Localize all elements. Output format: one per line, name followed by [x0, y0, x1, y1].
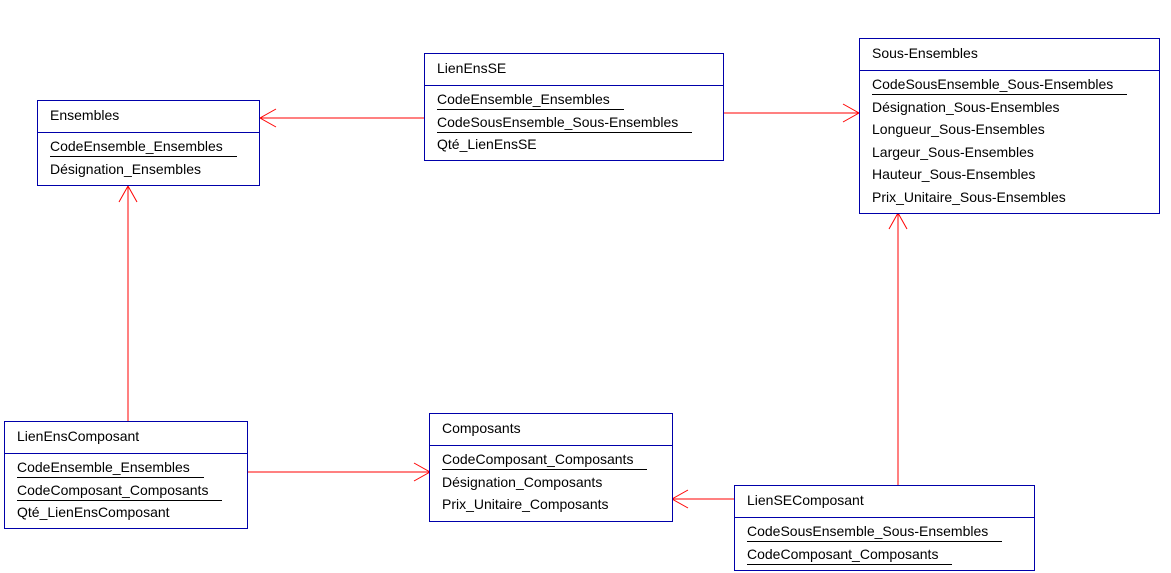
primary-key-attribute: CodeComposant_Composants: [442, 449, 648, 470]
attribute-list: CodeEnsemble_Ensembles Désignation_Ensem…: [38, 133, 259, 181]
attribute-row: CodeEnsemble_Ensembles: [17, 457, 235, 480]
attribute-row: Largeur_Sous-Ensembles: [872, 142, 1147, 165]
link-lienenscomposant-composants: [247, 462, 432, 482]
entity-title: LienEnsSE: [425, 54, 723, 86]
attribute-row: Désignation_Composants: [442, 472, 660, 495]
link-lienensse-ensembles: [258, 108, 424, 128]
entity-title: Ensembles: [38, 101, 259, 133]
attribute-list: CodeSousEnsemble_Sous-Ensembles Désignat…: [860, 71, 1159, 209]
primary-key-attribute: CodeSousEnsemble_Sous-Ensembles: [872, 74, 1128, 95]
entity-title: LienSEComposant: [735, 486, 1034, 518]
attribute: Désignation_Composants: [442, 473, 603, 490]
attribute-row: Désignation_Sous-Ensembles: [872, 97, 1147, 120]
entity-ensembles[interactable]: Ensembles CodeEnsemble_Ensembles Désigna…: [37, 100, 260, 186]
primary-key-attribute: CodeSousEnsemble_Sous-Ensembles: [747, 521, 1003, 542]
attribute-row: CodeSousEnsemble_Sous-Ensembles: [872, 74, 1147, 97]
attribute-row: Prix_Unitaire_Sous-Ensembles: [872, 187, 1147, 210]
attribute-row: Longueur_Sous-Ensembles: [872, 119, 1147, 142]
attribute: Prix_Unitaire_Composants: [442, 496, 609, 512]
attribute-list: CodeEnsemble_Ensembles CodeComposant_Com…: [5, 454, 247, 525]
attribute: Qté_LienEnsComposant: [17, 504, 170, 520]
attribute: Largeur_Sous-Ensembles: [872, 143, 1034, 160]
primary-key-attribute: CodeComposant_Composants: [747, 544, 953, 565]
entity-title: LienEnsComposant: [5, 422, 247, 454]
attribute-row: CodeSousEnsemble_Sous-Ensembles: [437, 112, 711, 135]
attribute-row: CodeComposant_Composants: [442, 449, 660, 472]
primary-key-attribute: CodeEnsemble_Ensembles: [17, 457, 204, 478]
attribute: Longueur_Sous-Ensembles: [872, 121, 1045, 137]
link-lienenscomposant-ensembles: [118, 184, 138, 421]
link-liensecomposant-sousensembles: [888, 211, 908, 486]
attribute-list: CodeEnsemble_Ensembles CodeSousEnsemble_…: [425, 86, 723, 157]
attribute-list: CodeComposant_Composants Désignation_Com…: [430, 446, 672, 517]
attribute-row: CodeComposant_Composants: [747, 544, 1022, 567]
attribute: Qté_LienEnsSE: [437, 136, 537, 152]
attribute-row: Qté_LienEnsSE: [437, 134, 711, 157]
attribute: Désignation_Ensembles: [50, 160, 201, 177]
entity-sousensembles[interactable]: Sous-Ensembles CodeSousEnsemble_Sous-Ens…: [859, 38, 1160, 214]
attribute-row: CodeSousEnsemble_Sous-Ensembles: [747, 521, 1022, 544]
attribute-list: CodeSousEnsemble_Sous-Ensembles CodeComp…: [735, 518, 1034, 566]
attribute: Prix_Unitaire_Sous-Ensembles: [872, 188, 1066, 205]
attribute-row: CodeEnsemble_Ensembles: [437, 89, 711, 112]
entity-lienenscomposant[interactable]: LienEnsComposant CodeEnsemble_Ensembles …: [4, 421, 248, 529]
link-lienensse-sousensembles: [723, 103, 861, 123]
primary-key-attribute: CodeSousEnsemble_Sous-Ensembles: [437, 112, 693, 133]
entity-title: Sous-Ensembles: [860, 39, 1159, 71]
link-liensecomposant-composants: [670, 489, 735, 509]
attribute-row: Prix_Unitaire_Composants: [442, 494, 660, 517]
entity-title: Composants: [430, 414, 672, 446]
entity-lienensse[interactable]: LienEnsSE CodeEnsemble_Ensembles CodeSou…: [424, 53, 724, 161]
attribute-row: CodeEnsemble_Ensembles: [50, 136, 247, 159]
attribute: Hauteur_Sous-Ensembles: [872, 166, 1036, 182]
attribute-row: Hauteur_Sous-Ensembles: [872, 164, 1147, 187]
primary-key-attribute: CodeEnsemble_Ensembles: [437, 89, 624, 110]
attribute-row: Désignation_Ensembles: [50, 159, 247, 182]
entity-composants[interactable]: Composants CodeComposant_Composants Dési…: [429, 413, 673, 522]
primary-key-attribute: CodeEnsemble_Ensembles: [50, 136, 237, 157]
attribute: Désignation_Sous-Ensembles: [872, 98, 1060, 115]
attribute-row: CodeComposant_Composants: [17, 480, 235, 503]
attribute-row: Qté_LienEnsComposant: [17, 502, 235, 525]
entity-liensecomposant[interactable]: LienSEComposant CodeSousEnsemble_Sous-En…: [734, 485, 1035, 571]
primary-key-attribute: CodeComposant_Composants: [17, 480, 223, 501]
